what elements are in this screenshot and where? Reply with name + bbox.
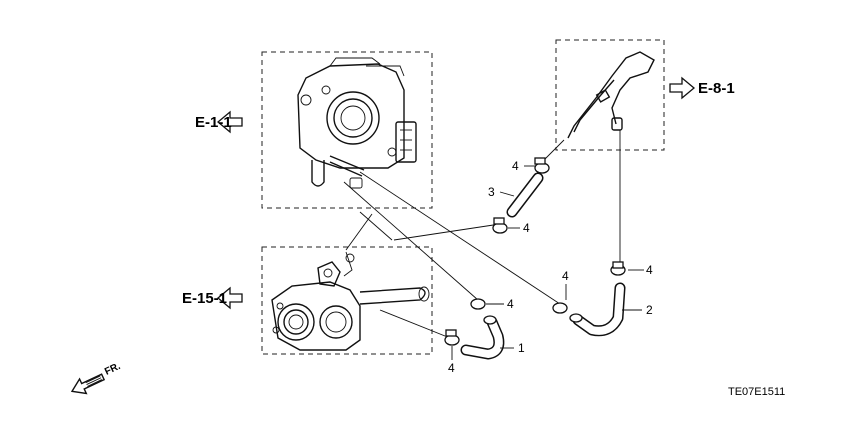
reference-e-8-1: E-8-1 (698, 80, 735, 97)
clamp-left-hose-2 (552, 302, 583, 323)
reference-e-1-1: E-1-1 (195, 114, 232, 131)
callout-clamp-b: 4 (523, 221, 530, 235)
hose-1 (460, 316, 505, 360)
front-direction-label: FR. (103, 361, 122, 378)
upper-pipe-group-box (555, 39, 665, 151)
callout-hose-1: 1 (518, 341, 525, 355)
callout-clamp-e: 4 (507, 297, 514, 311)
throttle-body (297, 57, 417, 189)
clamp-bottom-hose-1 (444, 329, 460, 346)
clamp-top-hose-2 (610, 261, 626, 276)
callout-clamp-d: 4 (646, 263, 653, 277)
thermostat-housing (271, 251, 430, 351)
front-direction-marker (70, 373, 106, 395)
callout-clamp-f: 4 (448, 361, 455, 375)
reference-arrow-e-8-1 (669, 76, 696, 100)
clamp-bottom-hose-3 (492, 217, 508, 234)
reference-e-15-1: E-15-1 (182, 290, 227, 307)
hose-3 (506, 172, 544, 218)
callout-hose-2: 2 (646, 303, 653, 317)
callout-hose-3: 3 (488, 185, 495, 199)
connection-lines (343, 171, 561, 339)
drawing-code: TE07E1511 (728, 386, 785, 398)
callout-clamp-c: 4 (562, 269, 569, 283)
callout-clamp-a: 4 (512, 159, 519, 173)
clamp-top-hose-3 (534, 157, 550, 174)
hose-2 (572, 282, 626, 337)
throttle-body-group-box (261, 51, 433, 209)
upper-water-pipe (543, 51, 655, 262)
clamp-top-hose-1 (470, 298, 497, 325)
callout-leaders (451, 165, 644, 360)
thermostat-housing-group-box (261, 246, 433, 355)
reference-arrow-e-15-1 (216, 286, 243, 310)
reference-arrow-e-1-1 (216, 110, 243, 134)
